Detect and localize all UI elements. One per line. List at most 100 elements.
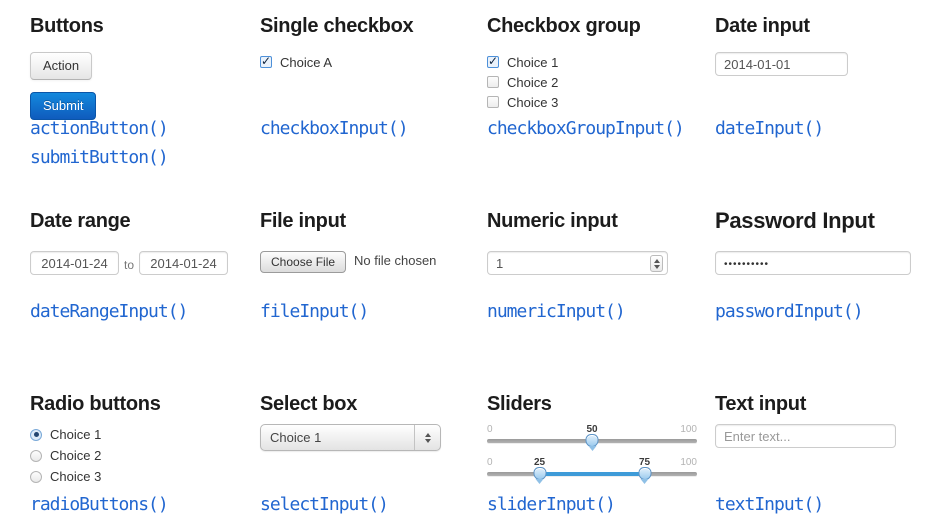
cell-checkbox-group: Checkbox group ✓ Choice 1 Choice 2 Choic… xyxy=(487,0,715,195)
stepper-up-icon[interactable] xyxy=(653,258,660,263)
text-input-field[interactable] xyxy=(715,424,896,448)
date-range-widget: to xyxy=(30,251,242,297)
radio-selected[interactable] xyxy=(30,428,42,441)
slider-labels: 0 50 100 xyxy=(487,424,697,436)
function-name: sliderInput() xyxy=(487,494,616,515)
checkbox-checked[interactable]: ✓ xyxy=(487,54,499,68)
cell-title: Checkbox group xyxy=(487,15,641,37)
function-name: checkboxGroupInput() xyxy=(487,118,685,139)
slider-handle-low[interactable] xyxy=(533,467,546,480)
cell-title: Date range xyxy=(30,210,131,232)
function-name: radioButtons() xyxy=(30,494,169,515)
checkbox-unchecked[interactable] xyxy=(487,96,499,108)
password-field[interactable] xyxy=(715,251,911,275)
choose-file-button[interactable]: Choose File xyxy=(260,251,347,273)
cell-title: Single checkbox xyxy=(260,15,414,37)
cell-title: Radio buttons xyxy=(30,393,161,415)
range-slider: 0 25 75 100 xyxy=(487,457,697,490)
slider-handle[interactable] xyxy=(585,434,599,447)
function-name: checkboxInput() xyxy=(260,118,409,139)
slider-track[interactable] xyxy=(487,467,697,480)
file-input-widget: Choose File No file chosen xyxy=(260,251,469,297)
checkbox-label[interactable]: Choice 1 xyxy=(507,54,559,70)
checkbox-option[interactable]: ✓ Choice 1 xyxy=(487,52,697,72)
radio-label[interactable]: Choice 1 xyxy=(50,427,102,442)
radio-option[interactable]: Choice 1 xyxy=(30,424,242,445)
function-name: dateInput() xyxy=(715,118,824,139)
number-stepper[interactable] xyxy=(650,255,663,272)
cell-file-input: File input Choose File No file chosen fi… xyxy=(260,195,487,380)
date-range-start-field[interactable] xyxy=(30,251,119,275)
cell-radio-buttons: Radio buttons Choice 1 Choice 2 Choice 3… xyxy=(30,380,260,526)
numeric-input-field[interactable] xyxy=(487,251,668,275)
date-input-widget xyxy=(715,52,925,114)
slider-min-label: 0 xyxy=(487,457,493,468)
function-name: textInput() xyxy=(715,494,824,515)
submit-button[interactable]: Submit xyxy=(30,92,97,120)
stepper-down-icon[interactable] xyxy=(653,264,660,269)
radio-option[interactable]: Choice 3 xyxy=(30,466,242,487)
cell-title: Text input xyxy=(715,393,807,415)
slider-handle-high[interactable] xyxy=(638,467,651,480)
checkbox-option[interactable]: ✓ Choice A xyxy=(260,52,469,72)
cell-text-input: Text input textInput() xyxy=(715,380,943,526)
function-name: fileInput() xyxy=(260,301,369,322)
cell-date-input: Date input dateInput() xyxy=(715,0,943,195)
cell-title: File input xyxy=(260,210,346,232)
radio-unselected[interactable] xyxy=(30,470,42,483)
sliders-widget: 0 50 100 0 25 75 100 xyxy=(487,424,697,490)
cell-select-box: Select box Choice 1 selectInput() xyxy=(260,380,487,526)
cell-title: Numeric input xyxy=(487,210,618,232)
radio-label[interactable]: Choice 3 xyxy=(50,469,102,484)
file-status-text: No file chosen xyxy=(354,253,437,268)
date-range-end-field[interactable] xyxy=(139,251,229,275)
radio-buttons-widget: Choice 1 Choice 2 Choice 3 xyxy=(30,424,242,490)
numeric-input-widget xyxy=(487,251,697,297)
checkbox-checked[interactable]: ✓ xyxy=(260,55,272,68)
checkbox-label[interactable]: Choice A xyxy=(280,54,333,70)
action-button[interactable]: Action xyxy=(30,52,93,80)
buttons-widget: Action Submit xyxy=(30,52,242,120)
cell-title: Sliders xyxy=(487,393,552,415)
slider-low-label: 25 xyxy=(533,457,546,468)
function-name: dateRangeInput() xyxy=(30,301,188,322)
slider-value-label: 50 xyxy=(586,424,598,435)
cell-buttons: Buttons Action Submit actionButton() sub… xyxy=(30,0,260,195)
checkbox-label[interactable]: Choice 3 xyxy=(507,94,559,110)
checkbox-label[interactable]: Choice 2 xyxy=(507,74,559,90)
checkbox-group-widget: ✓ Choice 1 Choice 2 Choice 3 xyxy=(487,52,697,114)
checkbox-option[interactable]: Choice 3 xyxy=(487,92,697,112)
date-range-separator: to xyxy=(124,258,135,272)
function-name: passwordInput() xyxy=(715,301,864,322)
select-box-widget: Choice 1 xyxy=(260,424,469,490)
slider-max-label: 100 xyxy=(680,457,697,468)
slider-max-label: 100 xyxy=(680,424,697,435)
slider-fill-bar xyxy=(539,472,645,476)
select-selected-value: Choice 1 xyxy=(270,430,322,445)
checkbox-unchecked[interactable] xyxy=(487,76,499,88)
radio-unselected[interactable] xyxy=(30,449,42,462)
slider-track[interactable] xyxy=(487,434,697,447)
select-arrows xyxy=(414,425,440,450)
radio-label[interactable]: Choice 2 xyxy=(50,448,102,463)
cell-single-checkbox: Single checkbox ✓ Choice A checkboxInput… xyxy=(260,0,487,195)
checkbox-option[interactable]: Choice 2 xyxy=(487,72,697,92)
cell-numeric-input: Numeric input numericInput() xyxy=(487,195,715,380)
function-name-line: actionButton() xyxy=(30,118,169,139)
cell-title: Date input xyxy=(715,15,810,37)
check-icon: ✓ xyxy=(487,54,499,68)
select-input[interactable]: Choice 1 xyxy=(260,424,441,451)
slider-min-label: 0 xyxy=(487,424,493,435)
text-input-widget xyxy=(715,424,925,490)
function-name: actionButton() submitButton() xyxy=(30,114,242,172)
slider-labels: 0 25 75 100 xyxy=(487,457,697,469)
single-checkbox-widget: ✓ Choice A xyxy=(260,52,469,114)
radio-option[interactable]: Choice 2 xyxy=(30,445,242,466)
caret-up-icon xyxy=(424,432,431,437)
date-input-field[interactable] xyxy=(715,52,848,76)
password-input-widget xyxy=(715,251,925,297)
single-slider: 0 50 100 xyxy=(487,424,697,457)
cell-title: Password Input xyxy=(715,208,875,233)
